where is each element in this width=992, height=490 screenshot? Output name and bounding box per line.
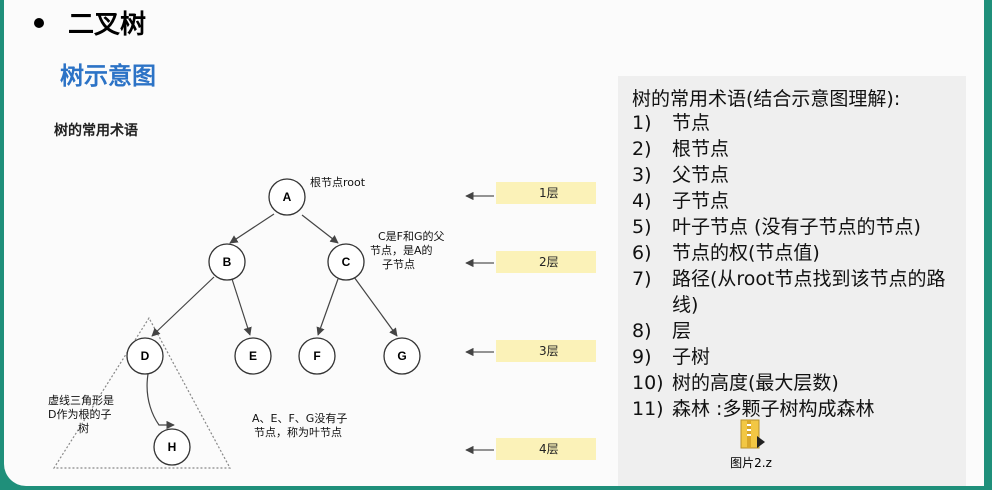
edge-b-e (231, 278, 252, 336)
node-g: G (383, 337, 421, 375)
term-item: 10)树的高度(最大层数) (632, 372, 839, 394)
term-item: 7)路径(从root节点找到该节点的路线) (632, 268, 946, 316)
term-item: 5)叶子节点 (没有子节点的节点) (632, 216, 921, 238)
node-f-label: F (313, 349, 320, 363)
layer-2: 2层 (465, 251, 596, 273)
edge-a-c (301, 214, 339, 244)
term-item: 4)子节点 (632, 190, 730, 212)
edge-d-h (146, 373, 175, 430)
root-annotation: 根节点root (310, 175, 366, 189)
slide-title: 二叉树 (68, 10, 147, 40)
parent-annotation-line1: C是F和G的父 (378, 229, 445, 243)
layer-1-label: 1层 (539, 186, 559, 200)
layer-1: 1层 (465, 182, 596, 204)
triangle-annotation-line1: 虚线三角形是 (48, 393, 114, 407)
leaf-annotation-line1: A、E、F、G没有子 (252, 411, 347, 425)
parent-annotation-line2: 节点，是A的 (370, 243, 433, 257)
layer-4-label: 4层 (539, 442, 559, 456)
terms-heading: 树的常用术语(结合示意图理解): (632, 88, 901, 110)
layer-4: 4层 (465, 438, 596, 460)
triangle-annotation-line2: D作为根的子 (48, 407, 111, 421)
term-item: 11)森林 :多颗子树构成森林 (632, 398, 875, 420)
slide-subtitle: 树示意图 (60, 62, 156, 90)
node-h-label: H (168, 440, 177, 454)
term-item: 3)父节点 (632, 164, 730, 186)
edge-c-f (316, 278, 339, 336)
zip-file-icon (740, 419, 765, 449)
attachment-filename: 图片2.z (730, 456, 772, 470)
node-b-label: B (223, 255, 232, 269)
node-e-label: E (249, 349, 257, 363)
node-e: E (234, 337, 272, 375)
layer-3: 3层 (465, 340, 596, 362)
tree-diagram: A B C D E F G H 根节点root (48, 175, 596, 469)
term-item: 6)节点的权(节点值) (632, 242, 820, 264)
node-h: H (153, 428, 191, 466)
leaf-annotation-line2: 节点，称为叶节点 (254, 425, 342, 439)
terms-list: 1)节点 2)根节点 3)父节点 4)子节点 5)叶子节点 (没有子节点的节点)… (632, 110, 962, 422)
slide: 二叉树 树示意图 树的常用术语 A B C (4, 0, 984, 486)
node-c: C (327, 243, 365, 281)
term-item: 2)根节点 (632, 138, 730, 160)
edge-b-d (151, 276, 215, 337)
node-c-label: C (342, 255, 351, 269)
node-d: D (126, 337, 164, 375)
node-b: B (208, 243, 246, 281)
layer-2-label: 2层 (539, 255, 559, 269)
node-a: A (268, 178, 306, 216)
bullet-icon (34, 17, 44, 28)
node-d-label: D (141, 349, 150, 363)
term-item: 1)节点 (632, 112, 711, 134)
diagram-heading: 树的常用术语 (54, 123, 138, 139)
node-f: F (298, 337, 336, 375)
layer-3-label: 3层 (539, 344, 559, 358)
subtree-triangle (52, 316, 232, 469)
term-item: 8)层 (632, 320, 692, 342)
attachment-file[interactable]: 图片2.z (716, 418, 786, 471)
title-row: 二叉树 (34, 4, 146, 41)
node-g-label: G (397, 349, 406, 363)
term-item: 9)子树 (632, 346, 711, 368)
terms-panel: 树的常用术语(结合示意图理解): 1)节点 2)根节点 3)父节点 4)子节点 … (618, 76, 966, 486)
edge-a-b (229, 213, 275, 244)
edge-c-g (353, 276, 398, 337)
node-a-label: A (283, 190, 292, 204)
triangle-annotation-line3: 树 (78, 421, 89, 435)
parent-annotation-line3: 子节点 (382, 258, 415, 271)
